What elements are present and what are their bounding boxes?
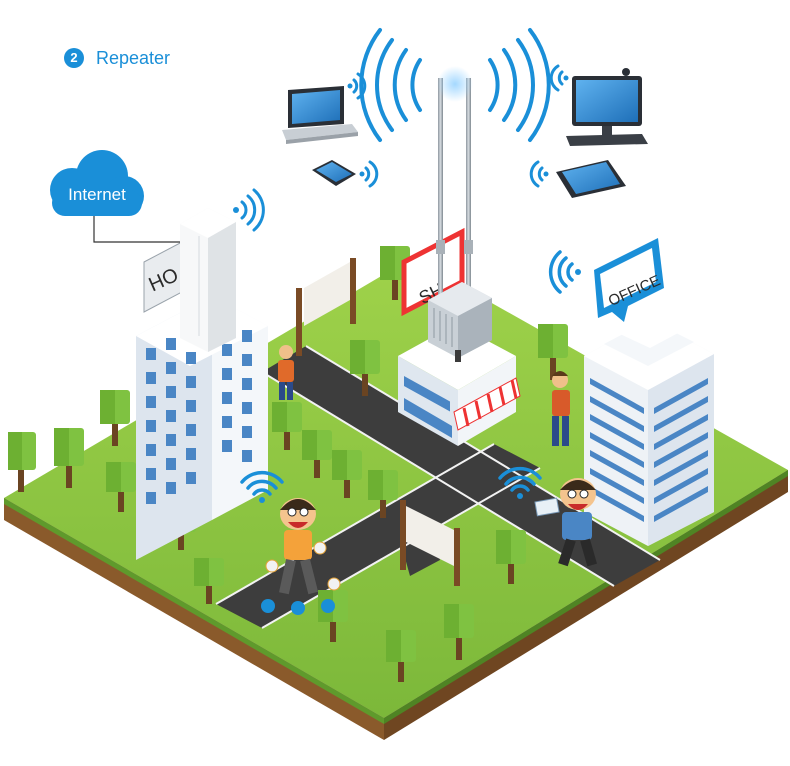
billboard-center (400, 500, 460, 586)
tree (496, 530, 526, 584)
wifi-icon (233, 188, 265, 232)
tree (444, 604, 474, 660)
antenna-icon (428, 78, 492, 362)
cpe-icon (180, 208, 236, 352)
wifi-icon (498, 466, 542, 499)
internet-cloud: Internet (50, 150, 180, 243)
tree (538, 324, 568, 380)
office-building (584, 318, 714, 546)
awning (453, 377, 521, 431)
person-walking-left (278, 345, 294, 400)
laptop-icon (282, 86, 358, 144)
cloud-icon (50, 150, 144, 216)
phone-icon (312, 160, 356, 186)
office-sign: OFFICE (594, 238, 664, 322)
person-with-phone (279, 498, 319, 595)
tree (8, 432, 36, 492)
person-with-card (534, 478, 597, 567)
tree (386, 630, 416, 682)
cloud-label: Internet (68, 185, 126, 204)
wifi-icon (549, 64, 569, 92)
wifi-icon (359, 28, 551, 142)
wifi-icon (240, 470, 284, 503)
wifi-icon (548, 250, 581, 294)
app-icons (261, 541, 341, 615)
tree (194, 558, 224, 604)
billboard-left (296, 258, 356, 356)
home-sign: HO (143, 241, 183, 313)
tree (302, 430, 332, 478)
step-number-badge: 2 (64, 48, 84, 68)
tree (332, 450, 362, 498)
page-title: Repeater (96, 48, 171, 68)
wifi-icon (347, 72, 367, 100)
tree (54, 428, 84, 488)
tree (106, 462, 136, 512)
tree (272, 402, 302, 450)
home-building (136, 296, 268, 560)
tree (350, 340, 380, 396)
wifi-icon (529, 160, 549, 188)
tree (100, 390, 130, 446)
tree (368, 470, 398, 518)
tablet-icon (556, 160, 626, 198)
person-walking-right (552, 371, 570, 446)
monitor-icon (566, 68, 648, 146)
wifi-icon (359, 160, 379, 188)
